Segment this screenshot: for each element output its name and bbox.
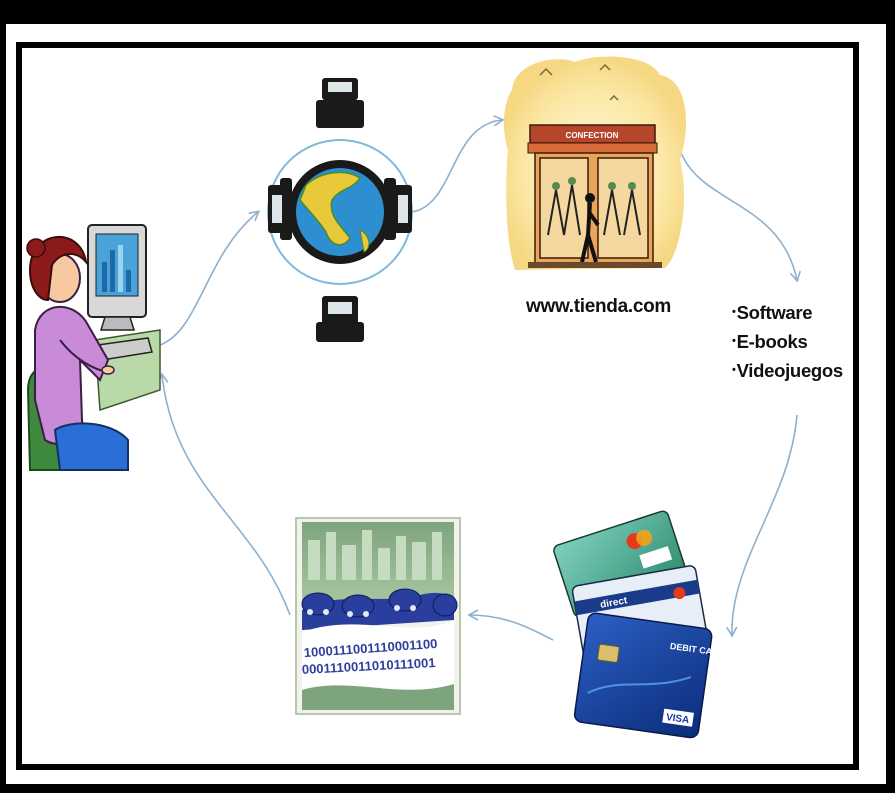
product-item-software: Software	[732, 298, 843, 327]
arrow-store-to-products	[679, 149, 801, 283]
product-item-ebooks: E-books	[732, 327, 843, 356]
store-url-label: www.tienda.com	[526, 296, 672, 317]
credit-cards-icon: direct DEBIT CARD VISA	[553, 510, 726, 739]
product-list: Software E-books Videojuegos	[732, 298, 844, 385]
binary-line-2: 0001110011010111001	[301, 655, 435, 677]
card-visa-text: VISA	[665, 712, 690, 726]
shop-sign-text: CONFECTION	[566, 131, 619, 140]
flow-arrows	[157, 115, 801, 641]
card-direct-text: direct	[599, 595, 628, 611]
arrow-products-to-cards	[726, 414, 798, 638]
arrow-delivery-to-user	[157, 372, 291, 616]
storefront-icon: CONFECTION	[503, 56, 686, 271]
globe-network-icon	[267, 78, 413, 342]
arrow-user-to-globe	[159, 210, 261, 346]
arrow-cards-to-delivery	[467, 609, 554, 641]
person-computer-icon	[26, 224, 161, 471]
binary-data-road-icon: 1000111001110001100 0001110011010111001	[295, 517, 461, 715]
product-item-videojuegos: Videojuegos	[732, 356, 844, 385]
arrow-globe-to-store	[411, 115, 505, 213]
